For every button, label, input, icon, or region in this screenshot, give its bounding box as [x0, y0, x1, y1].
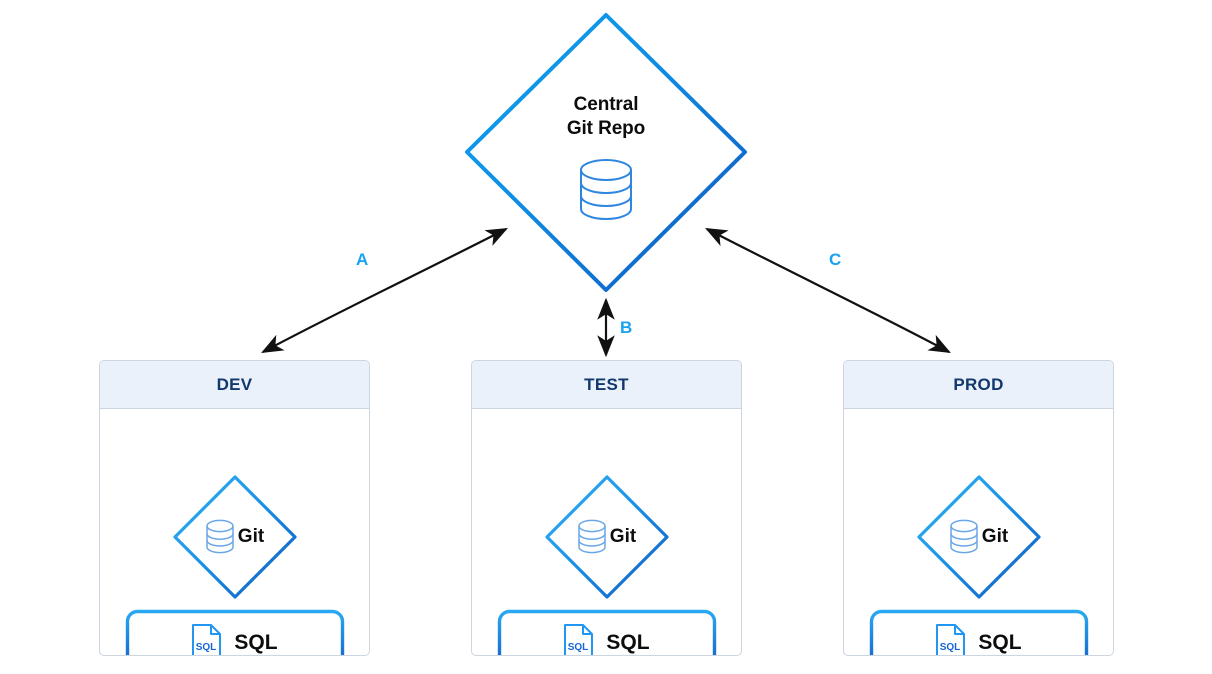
git-label-prod: Git — [981, 526, 1009, 547]
central-label-line-2: Git Repo — [566, 118, 646, 140]
sql-node-dev[interactable]: SQL SQL — [125, 609, 345, 655]
connector-c-arrow — [705, 227, 951, 354]
env-title-prod: PROD — [953, 374, 1004, 394]
env-title-dev: DEV — [216, 374, 253, 394]
sql-file-icon: SQL — [936, 624, 966, 655]
sql-file-icon-text: SQL — [940, 642, 961, 653]
sql-node-test[interactable]: SQL SQL — [497, 609, 717, 655]
sql-file-icon-text: SQL — [568, 642, 589, 653]
sql-label-prod: SQL — [978, 631, 1022, 654]
sql-file-icon-text: SQL — [196, 642, 217, 653]
env-header-dev: DEV — [100, 361, 369, 409]
sql-label-dev: SQL — [234, 631, 278, 654]
env-body-prod: Git SQL SQL — [844, 409, 1113, 655]
connector-b-label: B — [620, 318, 633, 337]
sql-node-prod[interactable]: SQL SQL — [869, 609, 1089, 655]
central-git-repo-shape[interactable] — [467, 15, 745, 290]
database-cylinder-icon — [580, 159, 632, 220]
git-label-dev: Git — [237, 526, 265, 547]
git-node-test[interactable]: Git — [541, 471, 673, 603]
env-panel-test[interactable]: TEST Git — [471, 360, 742, 656]
env-header-test: TEST — [472, 361, 741, 409]
central-label-line-1: Central — [573, 94, 639, 115]
connector-c-label: C — [829, 250, 842, 269]
sql-box-shape-test — [497, 609, 716, 655]
git-diamond-shape-dev — [172, 475, 297, 599]
database-cylinder-icon — [206, 519, 234, 554]
git-diamond-shape-test — [544, 475, 669, 599]
sql-box-shape-dev — [125, 609, 344, 655]
env-header-prod: PROD — [844, 361, 1113, 409]
git-node-prod[interactable]: Git — [913, 471, 1045, 603]
git-node-dev[interactable]: Git — [169, 471, 301, 603]
env-title-test: TEST — [584, 374, 629, 394]
env-body-dev: Git SQL SQL — [100, 409, 369, 655]
git-diamond-shape-prod — [916, 475, 1041, 599]
sql-file-icon: SQL — [564, 624, 594, 655]
sql-box-shape-prod — [869, 609, 1088, 655]
database-cylinder-icon — [578, 519, 606, 554]
env-body-test: Git SQL SQL — [472, 409, 741, 655]
connector-a-label: A — [356, 250, 369, 269]
database-cylinder-icon — [950, 519, 978, 554]
connector-a-arrow — [261, 227, 508, 354]
git-label-test: Git — [609, 526, 637, 547]
sql-file-icon: SQL — [192, 624, 222, 655]
env-panel-prod[interactable]: PROD Git — [843, 360, 1114, 656]
env-panel-dev[interactable]: DEV Git — [99, 360, 370, 656]
central-git-repo-label: Central Git Repo — [466, 93, 746, 142]
sql-label-test: SQL — [606, 631, 650, 654]
